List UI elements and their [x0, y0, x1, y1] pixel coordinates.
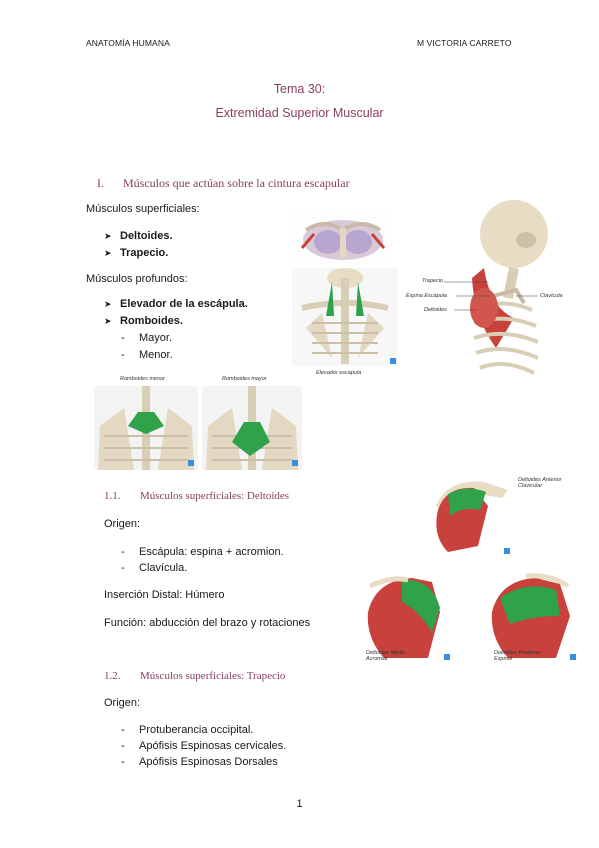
deltoides-medio-figure [362, 572, 452, 664]
label-deltoides: Deltoides [424, 307, 447, 313]
insertion-text: Inserción Distal: Húmero [104, 589, 225, 601]
romboides-menor-figure [94, 386, 198, 470]
deltoid-anterior-caption: Deltoides Anterior Clavicular [518, 477, 562, 489]
page-number: 1 [296, 798, 303, 810]
origin-label: Origen: [104, 697, 141, 709]
list-item: -Protuberancia occipital. [121, 724, 254, 736]
list-item: ➤Romboides. [104, 315, 183, 327]
arrow-bullet-icon: ➤ [104, 231, 112, 241]
topic-number: Tema 30: [273, 82, 326, 96]
list-item: -Apófisis Espinosas cervicales. [121, 740, 287, 752]
list-item: ➤Elevador de la escápula. [104, 298, 248, 310]
origin-label: Origen: [104, 518, 141, 530]
page-title: Extremidad Superior Muscular [215, 106, 384, 120]
subsection-number: 1.2. [104, 670, 121, 682]
section-number: I. [97, 176, 104, 190]
romboides-mayor-figure [202, 386, 302, 470]
deep-label: Músculos profundos: [86, 273, 188, 285]
deltoides-posterior-figure [486, 572, 578, 664]
lateral-skeleton-figure [404, 198, 580, 394]
label-clavicula: Clavícula [540, 293, 563, 299]
arrow-bullet-icon: ➤ [104, 316, 112, 326]
list-item: -Menor. [121, 349, 173, 361]
deltoid-medio-caption: Deltoides Medio Acromial [366, 650, 406, 662]
list-item: -Apófisis Espinosas Dorsales [121, 756, 278, 768]
label-espina-escapula: Espina Escápula [406, 293, 447, 299]
superficial-label: Músculos superficiales: [86, 203, 200, 215]
list-item: ➤Deltoides. [104, 230, 173, 242]
deltoid-posterior-caption: Deltoides Posterior Espinal [494, 650, 541, 662]
arrow-bullet-icon: ➤ [104, 248, 112, 258]
section-heading: I. Músculos que actúan sobre la cintura e… [97, 176, 350, 191]
subsection-number: 1.1. [104, 490, 121, 502]
subsection-heading: 1.1. Músculos superficiales: Deltoides [104, 490, 289, 502]
list-item: -Clavícula. [121, 562, 188, 574]
romboides-mayor-caption: Romboides mayor [222, 376, 267, 382]
label-trapecio: Trapecio [422, 278, 443, 284]
elevador-escapula-figure [292, 268, 398, 366]
deltoides-anterior-figure [428, 476, 514, 556]
function-text: Función: abducción del brazo y rotacione… [104, 617, 311, 629]
list-item: ➤Trapecio. [104, 247, 169, 259]
subsection-title: Músculos superficiales: Deltoides [140, 490, 290, 502]
header-right: M VICTORIA CARRETO [417, 38, 512, 48]
elevador-caption: Elevador escápula [316, 370, 362, 376]
subsection-heading: 1.2. Músculos superficiales: Trapecio [104, 670, 285, 682]
arrow-bullet-icon: ➤ [104, 299, 112, 309]
list-item: -Escápula: espina + acromion. [121, 546, 284, 558]
list-item: -Mayor. [121, 332, 173, 344]
header-left: ANATOMÍA HUMANA [86, 38, 170, 48]
thorax-front-figure [294, 208, 392, 264]
romboides-menor-caption: Romboides menor [120, 376, 165, 382]
section-title: Músculos que actúan sobre la cintura esc… [123, 176, 350, 190]
subsection-title: Músculos superficiales: Trapecio [140, 670, 286, 682]
